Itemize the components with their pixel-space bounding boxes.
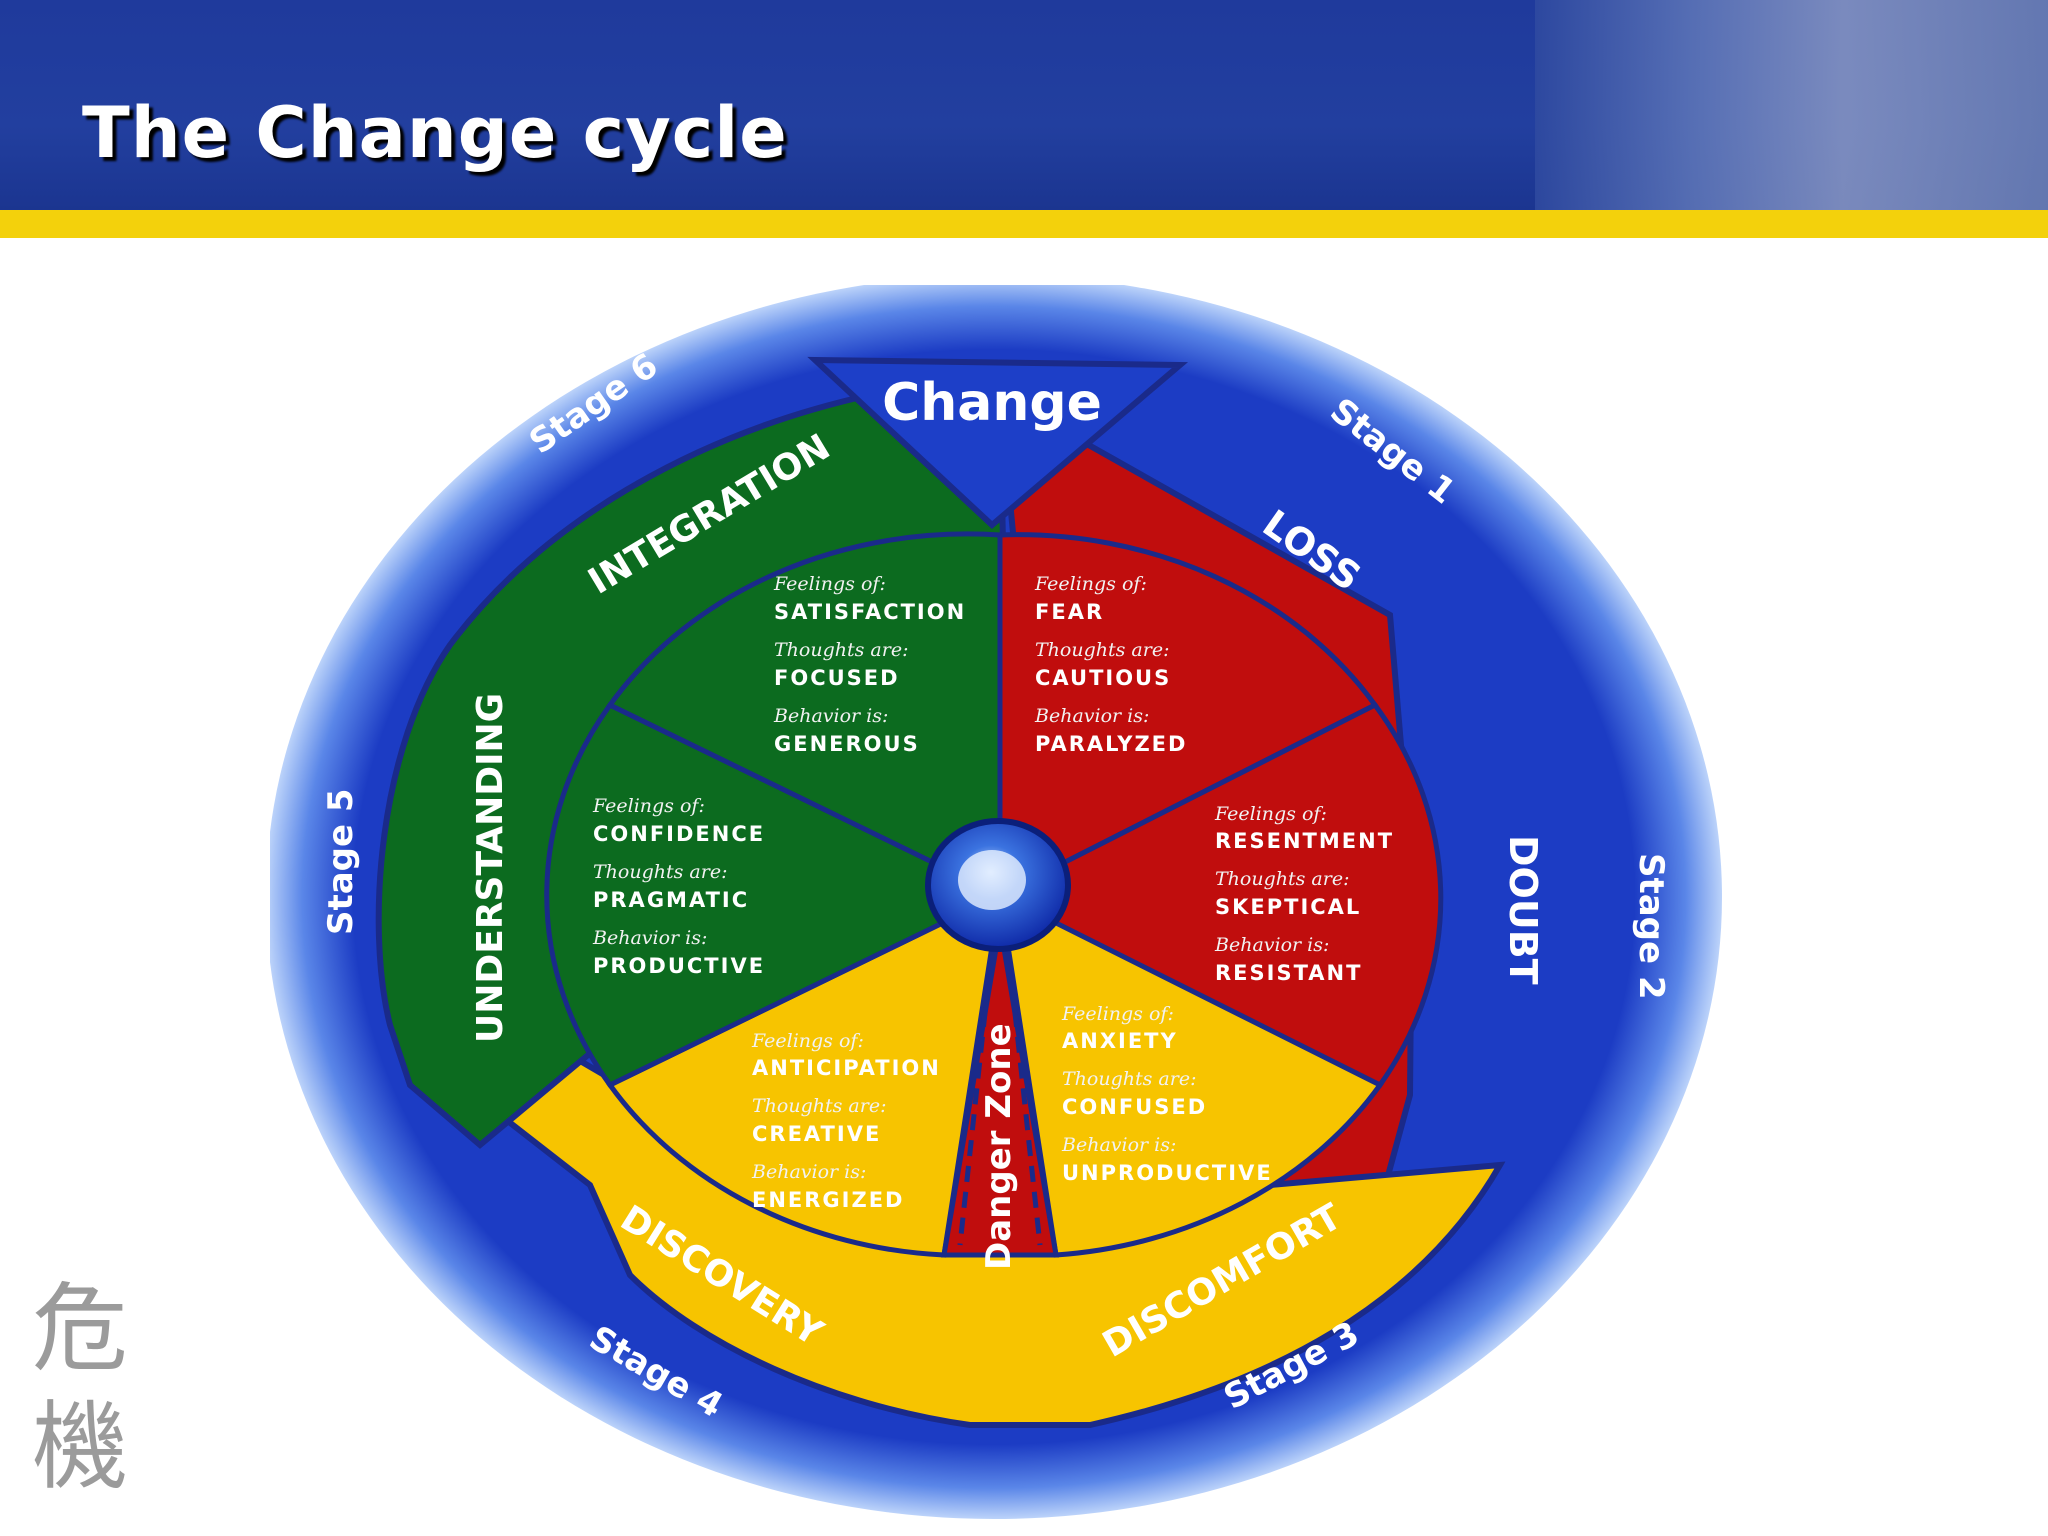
wedge-text-discomfort: Feelings of: ANXIETY Thoughts are: CONFU… (1061, 1003, 1273, 1185)
feelings-value: ANXIETY (1062, 1029, 1178, 1053)
kanji-danger-char: 危 (32, 1273, 128, 1385)
ring-label-understanding: UNDERSTANDING (470, 693, 511, 1043)
kanji-crisis-watermark: 危 機 (32, 1270, 142, 1506)
feelings-value: CONFIDENCE (593, 822, 765, 846)
wedge-doubt (994, 701, 1444, 1089)
behavior-value: ENERGIZED (752, 1188, 905, 1212)
behavior-value: PARALYZED (1035, 732, 1187, 756)
wedge-text-discovery: Feelings of: ANTICIPATION Thoughts are: … (751, 1030, 941, 1212)
behavior-caption: Behavior is: (1214, 934, 1329, 956)
thoughts-value: CAUTIOUS (1035, 666, 1171, 690)
wedge-text-doubt: Feelings of: RESENTMENT Thoughts are: SK… (1214, 803, 1394, 985)
wedge-discovery (606, 890, 1004, 1258)
stage-label-5: Stage 5 (321, 788, 361, 935)
feelings-value: FEAR (1035, 600, 1104, 624)
thoughts-value: SKEPTICAL (1215, 895, 1361, 919)
feelings-value: ANTICIPATION (752, 1056, 941, 1080)
behavior-caption: Behavior is: (751, 1161, 866, 1183)
feelings-caption: Feelings of: (1034, 573, 1147, 595)
feelings-caption: Feelings of: (751, 1030, 864, 1052)
wedge-text-understanding: Feelings of: CONFIDENCE Thoughts are: PR… (592, 795, 765, 978)
behavior-caption: Behavior is: (592, 927, 707, 949)
feelings-value: RESENTMENT (1215, 829, 1394, 853)
thoughts-caption: Thoughts are: (1215, 868, 1349, 890)
center-hub-inner (958, 850, 1026, 910)
thoughts-caption: Thoughts are: (774, 639, 908, 661)
feelings-caption: Feelings of: (773, 573, 886, 595)
feelings-caption: Feelings of: (592, 795, 705, 817)
wedge-discomfort (996, 890, 1384, 1258)
behavior-caption: Behavior is: (1061, 1134, 1176, 1156)
change-cycle-diagram: Change LOSS DOUBT DISCOMFORT DISCOVERY U… (270, 285, 1722, 1519)
wedge-loss (997, 532, 1379, 900)
banner-photo-collage (1535, 0, 2048, 210)
ring-label-doubt: DOUBT (1501, 835, 1545, 985)
behavior-value: UNPRODUCTIVE (1062, 1161, 1273, 1185)
thoughts-caption: Thoughts are: (1062, 1068, 1196, 1090)
thoughts-caption: Thoughts are: (752, 1095, 886, 1117)
danger-zone-dash-right (1009, 984, 1043, 1246)
stage-label-2: Stage 2 (1631, 853, 1671, 1000)
wedge-integration (606, 531, 1003, 899)
behavior-value: GENEROUS (774, 732, 920, 756)
wedge-text-integration: Feelings of: SATISFACTION Thoughts are: … (773, 573, 966, 756)
slide-title: The Change cycle (82, 92, 788, 174)
behavior-caption: Behavior is: (773, 705, 888, 727)
thoughts-value: FOCUSED (774, 666, 900, 690)
kanji-opportunity-char: 機 (32, 1391, 128, 1503)
behavior-value: PRODUCTIVE (593, 954, 765, 978)
feelings-caption: Feelings of: (1214, 803, 1327, 825)
danger-zone-dash-left (957, 984, 991, 1246)
danger-zone-wedge (941, 924, 1059, 1258)
behavior-caption: Behavior is: (1034, 705, 1149, 727)
wedge-text-loss: Feelings of: FEAR Thoughts are: CAUTIOUS… (1034, 573, 1187, 756)
thoughts-value: CONFUSED (1062, 1095, 1207, 1119)
wedge-understanding (544, 701, 1006, 1089)
thoughts-value: PRAGMATIC (593, 888, 749, 912)
behavior-value: RESISTANT (1215, 961, 1362, 985)
thoughts-value: CREATIVE (752, 1122, 881, 1146)
feelings-caption: Feelings of: (1061, 1003, 1174, 1025)
feelings-value: SATISFACTION (774, 600, 966, 624)
danger-zone-label: Danger Zone (979, 1023, 1019, 1270)
change-label: Change (882, 373, 1102, 433)
thoughts-caption: Thoughts are: (593, 861, 727, 883)
banner-yellow-stripe (0, 210, 2048, 238)
change-triangle (807, 356, 1189, 530)
thoughts-caption: Thoughts are: (1035, 639, 1169, 661)
